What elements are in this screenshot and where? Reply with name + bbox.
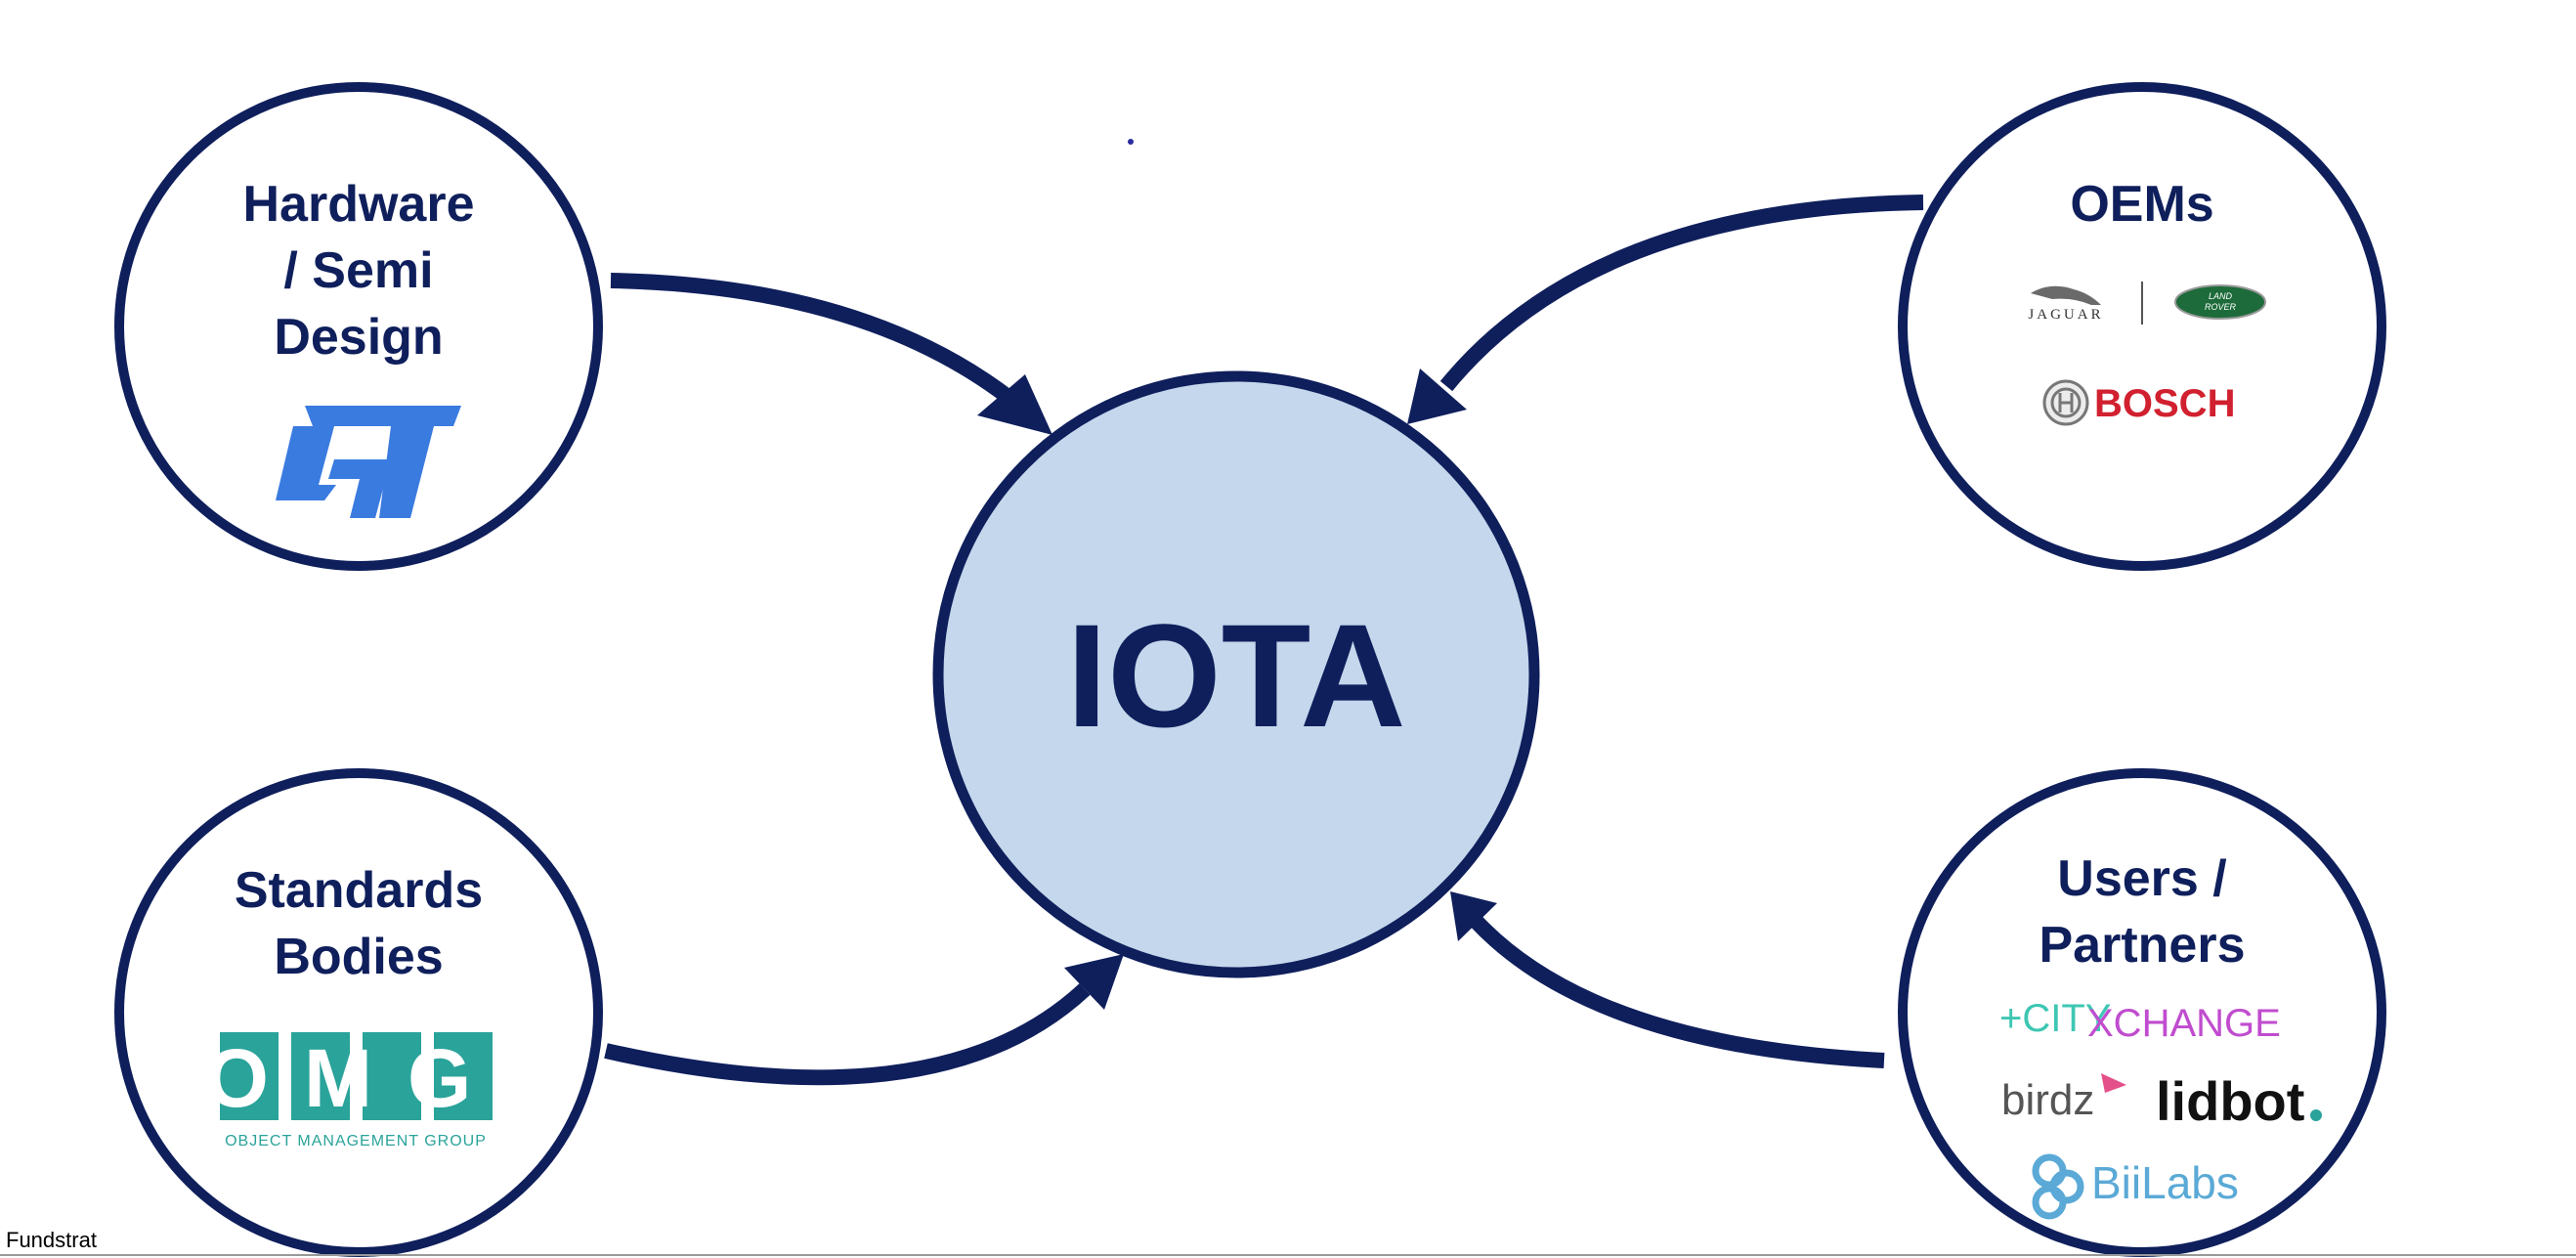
birdz-mark-icon xyxy=(2101,1073,2126,1093)
lidbot-dot-icon xyxy=(2310,1109,2322,1121)
standards-title-line-2: Bodies xyxy=(274,929,443,985)
birdz-wordmark: birdz xyxy=(2001,1076,2094,1124)
arrow-users-to-iota xyxy=(1470,915,1885,1068)
arrowhead-users xyxy=(1450,891,1497,941)
cityxchange-part-a: +CITY xyxy=(1999,997,2111,1040)
land-rover-bottom: ROVER xyxy=(2205,302,2237,312)
lidbot-logo: lidbot xyxy=(2156,1070,2322,1132)
land-rover-logo: LAND ROVER xyxy=(2174,284,2266,320)
arrow-hardware-to-iota xyxy=(610,273,1011,403)
arrowhead-standards xyxy=(1064,954,1124,1010)
omg-logo: OMG OBJECT MANAGEMENT GROUP xyxy=(205,1032,507,1150)
bosch-logo: BOSCH xyxy=(2042,379,2235,426)
hardware-title-line-2: / Semi xyxy=(283,242,433,299)
standards-title-line-1: Standards xyxy=(235,862,483,919)
arrowhead-oems xyxy=(1407,369,1467,424)
decorative-dot xyxy=(1128,139,1134,145)
arrow-oems-to-iota xyxy=(1439,195,1924,392)
hardware-title-line-3: Design xyxy=(274,309,443,366)
hardware-title-line-1: Hardware xyxy=(243,176,475,233)
arrow-standards-to-iota xyxy=(604,983,1091,1086)
st-logo xyxy=(276,406,461,518)
biilabs-wordmark: BiiLabs xyxy=(2091,1157,2239,1208)
lidbot-wordmark: lidbot xyxy=(2156,1070,2304,1132)
footer-source: Fundstrat xyxy=(6,1228,97,1252)
jaguar-logo: JAGUAR xyxy=(2028,285,2103,323)
iota-label: IOTA xyxy=(1066,593,1405,758)
arrowheads xyxy=(977,369,1497,1010)
land-rover-top: LAND xyxy=(2209,291,2233,301)
arrowhead-hardware xyxy=(977,374,1052,435)
oems-node: OEMs JAGUAR LAND ROVER BOSCH xyxy=(1898,82,2386,571)
cityxchange-logo: +CITY XCHANGE xyxy=(1999,997,2281,1045)
biilabs-logo: BiiLabs xyxy=(2032,1153,2239,1220)
birdz-logo: birdz xyxy=(2001,1073,2126,1124)
standards-node: Standards Bodies OMG OBJECT MANAGEMENT G… xyxy=(114,768,603,1257)
users-node: Users / Partners +CITY XCHANGE birdz lid… xyxy=(1898,768,2386,1257)
omg-subtitle: OBJECT MANAGEMENT GROUP xyxy=(225,1133,487,1150)
bosch-wordmark: BOSCH xyxy=(2094,382,2235,425)
iota-node: IOTA xyxy=(932,370,1540,978)
arrows xyxy=(604,195,1924,1086)
users-title-line-1: Users / xyxy=(2057,850,2226,907)
users-title-line-2: Partners xyxy=(2039,917,2246,974)
cityxchange-part-b: XCHANGE xyxy=(2087,1002,2281,1045)
oems-title: OEMs xyxy=(2070,176,2213,233)
jaguar-wordmark: JAGUAR xyxy=(2028,307,2103,323)
omg-wordmark: OMG xyxy=(205,1032,507,1124)
hardware-node: Hardware / Semi Design xyxy=(114,82,603,571)
